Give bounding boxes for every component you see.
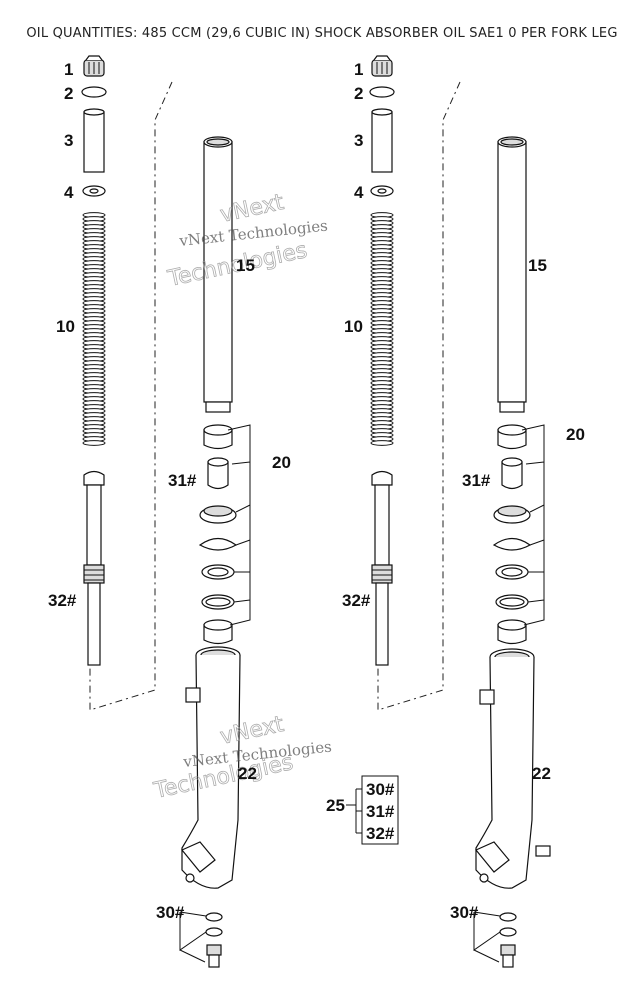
right-label-30: 30# — [450, 903, 479, 922]
right-label-2: 2 — [354, 84, 363, 103]
left-label-22: 22 — [238, 764, 257, 783]
kit-25-callout — [346, 775, 399, 845]
right-label-10: 10 — [344, 317, 363, 336]
right-part-10-spring — [370, 212, 394, 446]
left-fork-assembly — [81, 55, 251, 968]
kit-item-32: 32# — [366, 824, 395, 843]
left-label-20: 20 — [272, 453, 291, 472]
right-label-31: 31# — [462, 471, 491, 490]
right-part-22-outer-tube — [475, 648, 551, 889]
left-label-30: 30# — [156, 903, 185, 922]
right-part-20-seal-kit — [492, 424, 545, 645]
right-label-20: 20 — [566, 425, 585, 444]
left-part-10-spring — [82, 212, 106, 446]
left-part-30-drain-screw — [179, 911, 223, 968]
right-part-1-cap — [371, 55, 393, 77]
left-part-15-inner-tube — [203, 136, 233, 413]
oil-quantity-header: OIL QUANTITIES: 485 CCM (29,6 CUBIC IN) … — [26, 26, 618, 41]
right-part-32-damper-rod — [371, 470, 393, 666]
right-label-15: 15 — [528, 256, 547, 275]
right-label-32: 32# — [342, 591, 371, 610]
right-part-3-spacer-tube — [371, 108, 393, 173]
left-label-32: 32# — [48, 591, 77, 610]
left-part-3-spacer-tube — [83, 108, 105, 173]
right-part-2-o-ring — [369, 86, 395, 98]
right-label-4: 4 — [354, 183, 364, 202]
right-fork-assembly — [369, 55, 551, 968]
left-label-31: 31# — [168, 471, 197, 490]
right-label-3: 3 — [354, 131, 363, 150]
kit-item-30: 30# — [366, 780, 395, 799]
right-label-22: 22 — [532, 764, 551, 783]
right-part-30-drain-screw — [473, 911, 517, 968]
watermark-upper-line1: vNext Technologies — [178, 217, 329, 251]
left-label-15: 15 — [236, 256, 255, 275]
right-label-1: 1 — [354, 60, 363, 79]
kit-label-25: 25 — [326, 796, 345, 815]
right-part-4-washer — [370, 185, 394, 197]
watermark-upper: vNext vNext Technologies Technologies — [165, 190, 329, 293]
left-label-4: 4 — [64, 183, 74, 202]
left-part-4-washer — [82, 185, 106, 197]
left-label-10: 10 — [56, 317, 75, 336]
kit-item-31: 31# — [366, 802, 395, 821]
left-part-22-outer-tube — [181, 646, 241, 889]
left-label-3: 3 — [64, 131, 73, 150]
right-part-15-inner-tube — [497, 136, 527, 413]
left-label-2: 2 — [64, 84, 73, 103]
left-part-1-cap — [83, 55, 105, 77]
left-part-2-o-ring — [81, 86, 107, 98]
watermark-lower: vNext vNext Technologies Technologies — [151, 712, 333, 805]
left-part-20-seal-kit — [198, 424, 251, 645]
left-part-32-damper-rod — [83, 470, 105, 666]
left-label-1: 1 — [64, 60, 73, 79]
